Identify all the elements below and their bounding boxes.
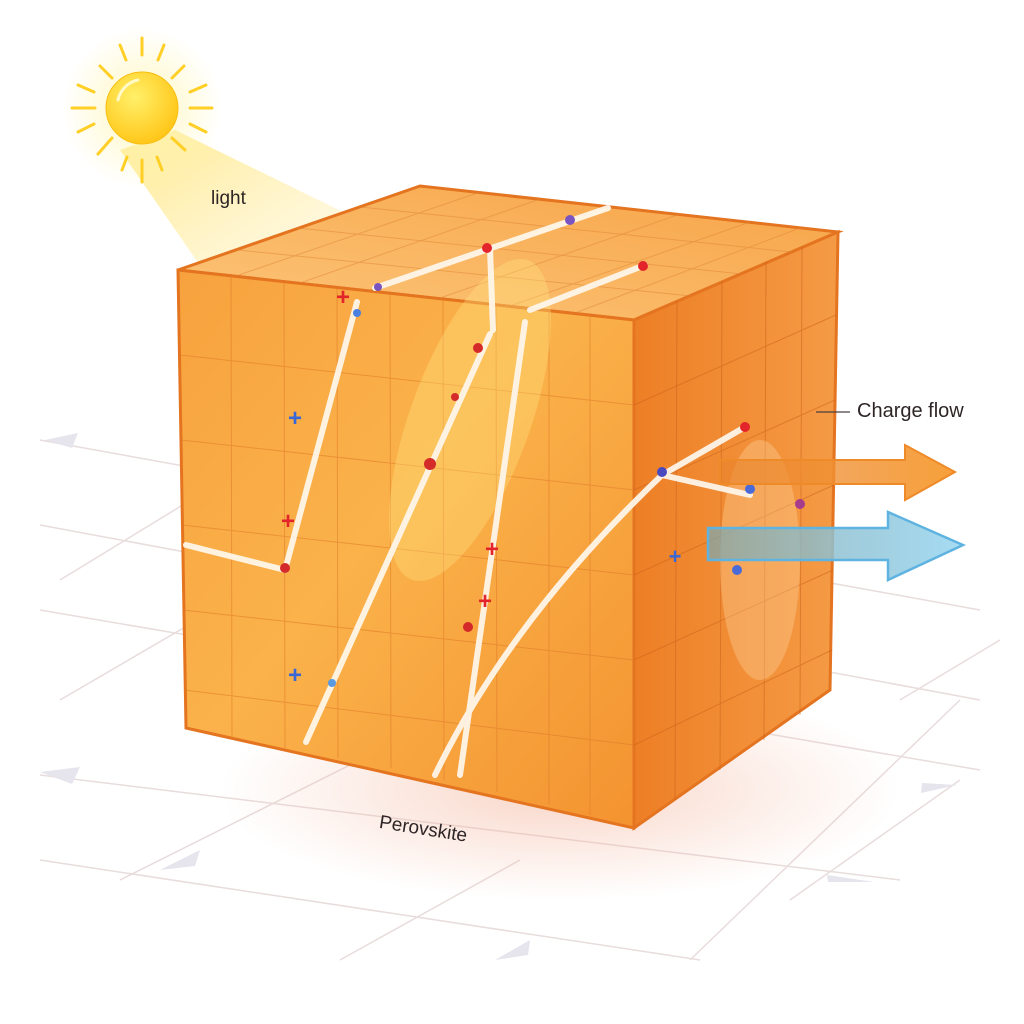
svg-text:+: + (485, 536, 499, 563)
cube-front-face (176, 268, 636, 830)
svg-text:+: + (281, 508, 295, 535)
orange-charge-arrow (719, 443, 958, 502)
svg-text:+: + (669, 544, 682, 569)
perovskite-cube: + + + + + + + (176, 184, 844, 831)
svg-text:+: + (478, 588, 492, 615)
svg-text:+: + (288, 662, 302, 689)
charge-flow-label: Charge flow (857, 400, 964, 422)
sun-icon (62, 28, 222, 188)
charge-markers: + + + + + + + (280, 215, 805, 689)
floor-axis-arrows (40, 433, 957, 960)
svg-text:+: + (288, 405, 302, 432)
blue-charge-arrow (706, 510, 967, 582)
light-label: light (211, 188, 246, 209)
svg-text:+: + (336, 284, 350, 311)
